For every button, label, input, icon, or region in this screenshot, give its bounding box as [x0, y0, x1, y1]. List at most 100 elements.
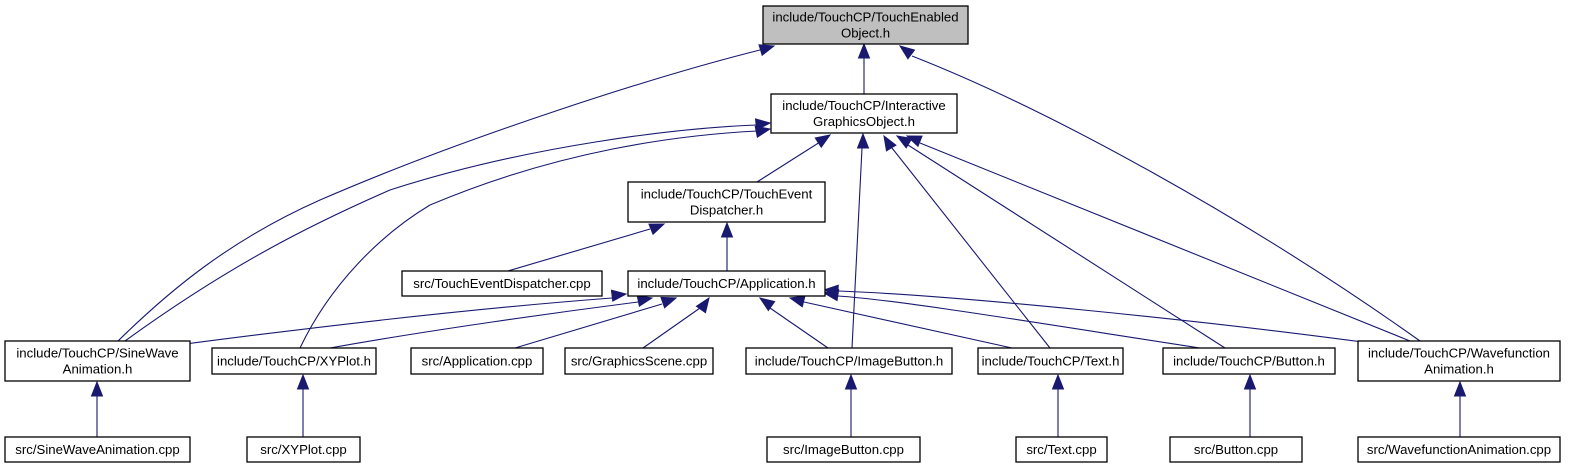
node-label: GraphicsObject.h: [813, 114, 915, 129]
edge-wavefunction_h-to-interactive: [905, 135, 1411, 342]
node-application-cpp[interactable]: src/Application.cpp: [410, 347, 544, 375]
node-xyplot-h[interactable]: include/TouchCP/XYPlot.h: [211, 347, 377, 375]
arrowhead-icon: [90, 380, 104, 397]
edge-line: [837, 290, 1371, 344]
arrowhead-icon: [1051, 373, 1065, 390]
edge-line: [117, 49, 761, 342]
node-box[interactable]: [762, 5, 969, 45]
edge-application_cpp-to-application_h: [514, 296, 678, 349]
edge-graphicsscene_cpp-to-application_h: [642, 296, 710, 349]
node-application-h[interactable]: include/TouchCP/Application.h: [627, 270, 826, 297]
arrowhead-icon: [636, 294, 654, 307]
node-label: include/TouchCP/XYPlot.h: [217, 354, 371, 369]
edge-line: [769, 307, 829, 349]
node-label: include/TouchCP/Interactive: [782, 98, 945, 113]
edge-imagebutton_cpp-to-imagebutton_h: [844, 373, 858, 437]
node-label: src/ImageButton.cpp: [783, 442, 904, 457]
node-box[interactable]: [1357, 340, 1561, 382]
arrowhead-icon: [895, 135, 913, 149]
node-label: include/TouchCP/Text.h: [982, 354, 1120, 369]
node-imagebutton-cpp[interactable]: src/ImageButton.cpp: [766, 436, 921, 463]
node-graphicsscene-cpp[interactable]: src/GraphicsScene.cpp: [564, 347, 714, 375]
node-label: src/Application.cpp: [422, 354, 533, 369]
node-label: src/TouchEventDispatcher.cpp: [413, 276, 590, 291]
node-sinewave-h[interactable]: include/TouchCP/SineWaveAnimation.h: [4, 340, 191, 382]
node-label: include/TouchCP/Button.h: [1173, 354, 1325, 369]
arrowhead-icon: [883, 134, 897, 152]
arrowhead-icon: [844, 373, 858, 390]
node-box[interactable]: [1169, 436, 1303, 463]
arrowhead-icon: [898, 45, 916, 60]
edge-wavefunction_h-to-application_h: [822, 284, 1371, 344]
node-imagebutton-h[interactable]: include/TouchCP/ImageButton.h: [745, 347, 953, 375]
node-box[interactable]: [977, 347, 1124, 375]
edge-button_cpp-to-button_h: [1243, 373, 1257, 437]
arrowhead-icon: [788, 295, 806, 308]
node-box[interactable]: [766, 436, 921, 463]
node-label: src/XYPlot.cpp: [260, 442, 347, 457]
arrowhead-icon: [814, 134, 832, 149]
arrowhead-icon: [905, 135, 923, 148]
node-box[interactable]: [246, 436, 361, 463]
arrowhead-icon: [660, 296, 678, 309]
node-box[interactable]: [401, 270, 603, 297]
edge-dispatcher_h-to-interactive: [756, 134, 832, 183]
edge-text_cpp-to-text_h: [1051, 373, 1065, 437]
edge-wavefunction_cpp-to-wavefunction_h: [1453, 380, 1467, 437]
node-box[interactable]: [1162, 347, 1336, 375]
edge-wavefunction_h-to-touchenabled: [898, 45, 1421, 342]
edge-sinewave_cpp-to-sinewave_h: [90, 380, 104, 437]
node-box[interactable]: [4, 340, 191, 382]
node-box[interactable]: [564, 347, 714, 375]
node-text-cpp[interactable]: src/Text.cpp: [1015, 436, 1108, 463]
node-label: include/TouchCP/TouchEvent: [641, 187, 813, 202]
edge-line: [911, 55, 1421, 342]
node-dispatcher-h[interactable]: include/TouchCP/TouchEventDispatcher.h: [627, 181, 826, 223]
node-label: include/TouchCP/ImageButton.h: [755, 354, 943, 369]
edge-button_h-to-interactive: [895, 135, 1226, 349]
arrowhead-icon: [720, 221, 734, 238]
node-button-h[interactable]: include/TouchCP/Button.h: [1162, 347, 1336, 375]
node-dispatcher-cpp[interactable]: src/TouchEventDispatcher.cpp: [401, 270, 603, 297]
node-box[interactable]: [627, 181, 826, 223]
arrowhead-icon: [758, 297, 776, 312]
edge-line: [891, 147, 1051, 349]
edge-text_h-to-interactive: [883, 134, 1051, 349]
node-interactive[interactable]: include/TouchCP/InteractiveGraphicsObjec…: [770, 93, 958, 134]
node-button-cpp[interactable]: src/Button.cpp: [1169, 436, 1303, 463]
node-label: include/TouchCP/Application.h: [637, 276, 815, 291]
node-box[interactable]: [745, 347, 953, 375]
node-xyplot-cpp[interactable]: src/XYPlot.cpp: [246, 436, 361, 463]
node-box[interactable]: [770, 93, 958, 134]
node-box[interactable]: [1357, 436, 1561, 463]
node-text-h[interactable]: include/TouchCP/Text.h: [977, 347, 1124, 375]
edge-line: [919, 142, 1411, 342]
node-box[interactable]: [4, 436, 191, 463]
node-label: src/Button.cpp: [1194, 442, 1278, 457]
arrowhead-icon: [648, 223, 666, 236]
edge-line: [177, 297, 613, 346]
edge-interactive-to-touchenabled: [857, 42, 871, 94]
edge-xyplot_h-to-application_h: [329, 294, 654, 349]
node-label: Dispatcher.h: [690, 203, 763, 218]
edge-xyplot_cpp-to-xyplot_h: [296, 373, 310, 437]
node-label: src/Text.cpp: [1026, 442, 1096, 457]
node-label: include/TouchCP/SineWave: [16, 346, 178, 361]
edge-line: [329, 301, 639, 349]
edge-line: [803, 301, 1013, 349]
node-sinewave-cpp[interactable]: src/SineWaveAnimation.cpp: [4, 436, 191, 463]
node-box[interactable]: [1015, 436, 1108, 463]
node-wavefunction-h[interactable]: include/TouchCP/WavefunctionAnimation.h: [1357, 340, 1561, 382]
node-box[interactable]: [410, 347, 544, 375]
node-box[interactable]: [627, 270, 826, 297]
arrowhead-icon: [857, 42, 871, 59]
node-box[interactable]: [211, 347, 377, 375]
node-wavefunction-cpp[interactable]: src/WavefunctionAnimation.cpp: [1357, 436, 1561, 463]
edge-application_h-to-dispatcher_h: [720, 221, 734, 271]
node-label: src/GraphicsScene.cpp: [571, 354, 707, 369]
edge-imagebutton_h-to-application_h: [758, 297, 829, 349]
arrowhead-icon: [695, 296, 710, 314]
